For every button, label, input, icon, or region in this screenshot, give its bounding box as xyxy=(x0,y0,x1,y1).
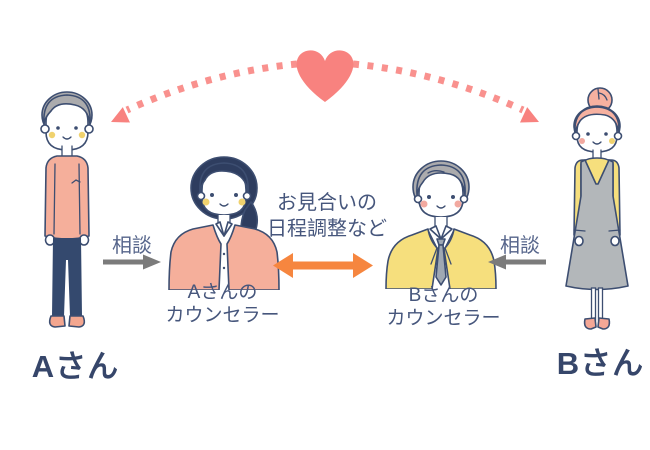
counselor-a-label: Aさんの カウンセラー xyxy=(150,281,295,327)
consult-left-arrow-icon xyxy=(103,254,161,270)
person-a-label: Aさん xyxy=(31,349,120,384)
counselor-a-label-line1: Aさんの xyxy=(187,282,258,303)
counselor-b-illustration xyxy=(385,160,497,289)
counselor-a-label-line2: カウンセラー xyxy=(165,305,280,326)
person-b-illustration xyxy=(565,87,629,330)
arrowhead-left-icon xyxy=(111,107,130,123)
heart-icon xyxy=(296,50,354,102)
counselor-a-illustration xyxy=(168,156,280,290)
heart-arc-graphic xyxy=(111,50,539,123)
consult-right-arrow-icon xyxy=(488,254,546,270)
center-note: お見合いの 日程調整など xyxy=(262,190,392,242)
double-arrow-icon xyxy=(273,253,373,278)
counselor-b-label-line1: Bさんの xyxy=(408,285,479,306)
consult-left-label: 相談 xyxy=(112,235,152,257)
person-a-illustration xyxy=(40,91,94,328)
dotted-arc-right xyxy=(352,60,525,114)
arrowhead-right-icon xyxy=(520,107,539,123)
center-note-line2: 日程調整など xyxy=(267,218,387,240)
counselor-b-label: Bさんの カウンセラー xyxy=(371,284,516,330)
counselor-b-label-line2: カウンセラー xyxy=(386,308,501,329)
consult-right-label: 相談 xyxy=(500,235,540,257)
dotted-arc-left xyxy=(125,60,298,114)
center-note-line1: お見合いの xyxy=(277,192,377,214)
person-b-label: Bさん xyxy=(556,346,645,381)
